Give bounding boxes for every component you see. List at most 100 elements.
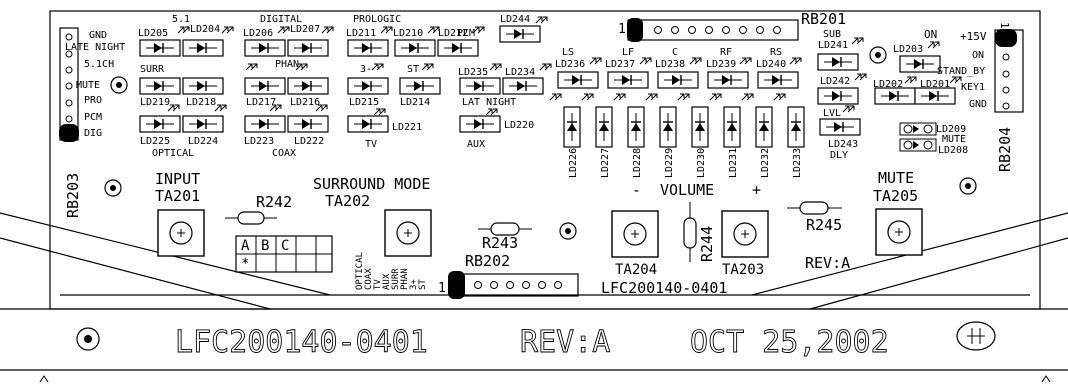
pin-late-night: LATE NIGHT: [65, 42, 125, 53]
pin-key1: KEY1: [961, 82, 985, 93]
ta203-switch[interactable]: [721, 210, 769, 258]
label-tv: TV: [365, 139, 377, 150]
mode-st: ST: [418, 279, 428, 290]
ld216-label: LD216: [290, 97, 320, 108]
board-part-number: LFC200140-0401: [601, 279, 727, 297]
footer-title-block: LFC200140-0401 REV:A OCT 25,2002: [76, 321, 996, 360]
label-st: ST: [407, 64, 419, 75]
label-surr: SURR: [140, 64, 165, 75]
mount-hole-icon: [104, 179, 122, 197]
ld234-label: LD234: [505, 67, 535, 78]
ta203-label: TA203: [722, 262, 764, 278]
footer-rev: REV:A: [520, 325, 610, 360]
led-ld203: [899, 55, 941, 73]
led-ld238: [657, 71, 699, 89]
ld238-label: LD238: [655, 59, 685, 70]
label-lvl: LVL: [823, 108, 841, 119]
led-row-2: SURR 3- ST LD235 LD234 LD219 LD218 LD217…: [139, 63, 552, 108]
fiducial-icon: [956, 321, 996, 351]
pin-pro: PRO: [84, 95, 102, 106]
mount-hole-icon: [959, 177, 977, 195]
left-header-pins: GND LATE NIGHT 5.1CH MUTE PRO PCM DIG: [65, 30, 128, 139]
rb202-label: RB202: [465, 252, 510, 270]
ld244-label: LD244: [500, 14, 530, 25]
channel-leds: LS LF C RF RS LD236 LD237 LD238 LD239 LD…: [555, 47, 802, 89]
rb202-pin1: 1: [438, 281, 446, 296]
jumper-mark: *: [241, 256, 249, 272]
label-optical: OPTICAL: [152, 148, 194, 159]
led-ld206: [244, 39, 286, 57]
volume-minus: -: [632, 181, 641, 199]
led-ld218: [182, 77, 224, 95]
r244-label: R244: [698, 226, 716, 262]
mode-optical: OPTICAL: [355, 252, 365, 290]
ld224-label: LD224: [188, 136, 218, 147]
led-ld243: [819, 118, 861, 136]
pin-gnd-right: GND: [969, 99, 987, 110]
ld209-label: LD209: [936, 124, 966, 135]
ta204-label: TA204: [615, 262, 657, 278]
label-coax: COAX: [272, 148, 296, 159]
input-switch[interactable]: INPUT TA201: [155, 170, 205, 257]
volume-switches[interactable]: - VOLUME + TA204 TA203: [611, 181, 769, 278]
rb201-pin1: 1: [618, 22, 626, 37]
mode-phan: PHAN: [400, 268, 410, 290]
rb201-label: RB201: [801, 10, 846, 28]
mode-jumper-table: A B C *: [235, 235, 333, 273]
mute-switch[interactable]: MUTE TA205: [873, 169, 923, 256]
led-ld209: [899, 122, 937, 136]
label-aux: AUX: [467, 139, 485, 150]
mute-title: MUTE: [878, 169, 914, 187]
mount-hole-icon: [869, 46, 887, 64]
volume-led-bar: LD226 LD227 LD228 LD229 LD230 LD231 LD23…: [549, 93, 805, 178]
label-lat-night: LAT NIGHT: [462, 97, 516, 108]
led-ld221: [347, 115, 389, 133]
ld212-label: LD212: [438, 28, 468, 39]
r242-label: R242: [256, 193, 292, 211]
ld236-label: LD236: [555, 59, 585, 70]
led-ld241: [817, 53, 859, 71]
ld206-label: LD206: [243, 28, 273, 39]
pin-pcm: PCM: [84, 112, 102, 123]
rb203-label: RB203: [64, 173, 82, 218]
mode-tv: TV: [373, 279, 383, 290]
led-ld207: [287, 39, 329, 57]
led-ld244: [499, 25, 541, 43]
led-ld239: [707, 71, 749, 89]
led-ld215: [347, 77, 389, 95]
ld217-label: LD217: [246, 97, 276, 108]
channel-c: C: [672, 47, 678, 58]
ld218-label: LD218: [186, 97, 216, 108]
led-row-3: LD225 LD224 OPTICAL LD223 LD222 COAX LD2…: [139, 104, 534, 159]
led-ld208: [899, 138, 937, 152]
pin-on: ON: [972, 50, 984, 61]
led-ld242: [817, 87, 859, 105]
led-ld234: [502, 77, 544, 95]
led-row-1: 5.1 DIGITAL PROLOGIC PCM LD205 LD204 LD2…: [138, 14, 548, 70]
led-ld237: [607, 71, 649, 89]
r245-label: R245: [806, 216, 842, 234]
ld237-label: LD237: [605, 59, 635, 70]
ld207-label: LD207: [290, 24, 320, 35]
ld239-label: LD239: [706, 59, 736, 70]
led-ld220: [459, 115, 501, 133]
rb201-connector: 1 RB201: [618, 10, 846, 42]
ld227-label: LD227: [600, 148, 611, 178]
led-ld210: [394, 39, 436, 57]
ld203-label: LD203: [893, 44, 923, 55]
pin-15v: +15V: [960, 30, 987, 43]
ld215-label: LD215: [349, 97, 379, 108]
ld223-label: LD223: [244, 136, 274, 147]
footer-part-number: LFC200140-0401: [175, 325, 428, 360]
surround-switch[interactable]: SURROUND MODE TA202: [313, 175, 432, 257]
channel-ls: LS: [562, 47, 574, 58]
ld233-label: LD233: [792, 148, 803, 178]
input-title: INPUT: [155, 170, 200, 188]
ta204-switch[interactable]: [611, 210, 659, 258]
ld210-label: LD210: [393, 28, 423, 39]
r243-label: R243: [482, 234, 518, 252]
led-ld211: [347, 39, 389, 57]
mode-coax: COAX: [364, 268, 374, 290]
label-5-1: 5.1: [172, 14, 190, 25]
